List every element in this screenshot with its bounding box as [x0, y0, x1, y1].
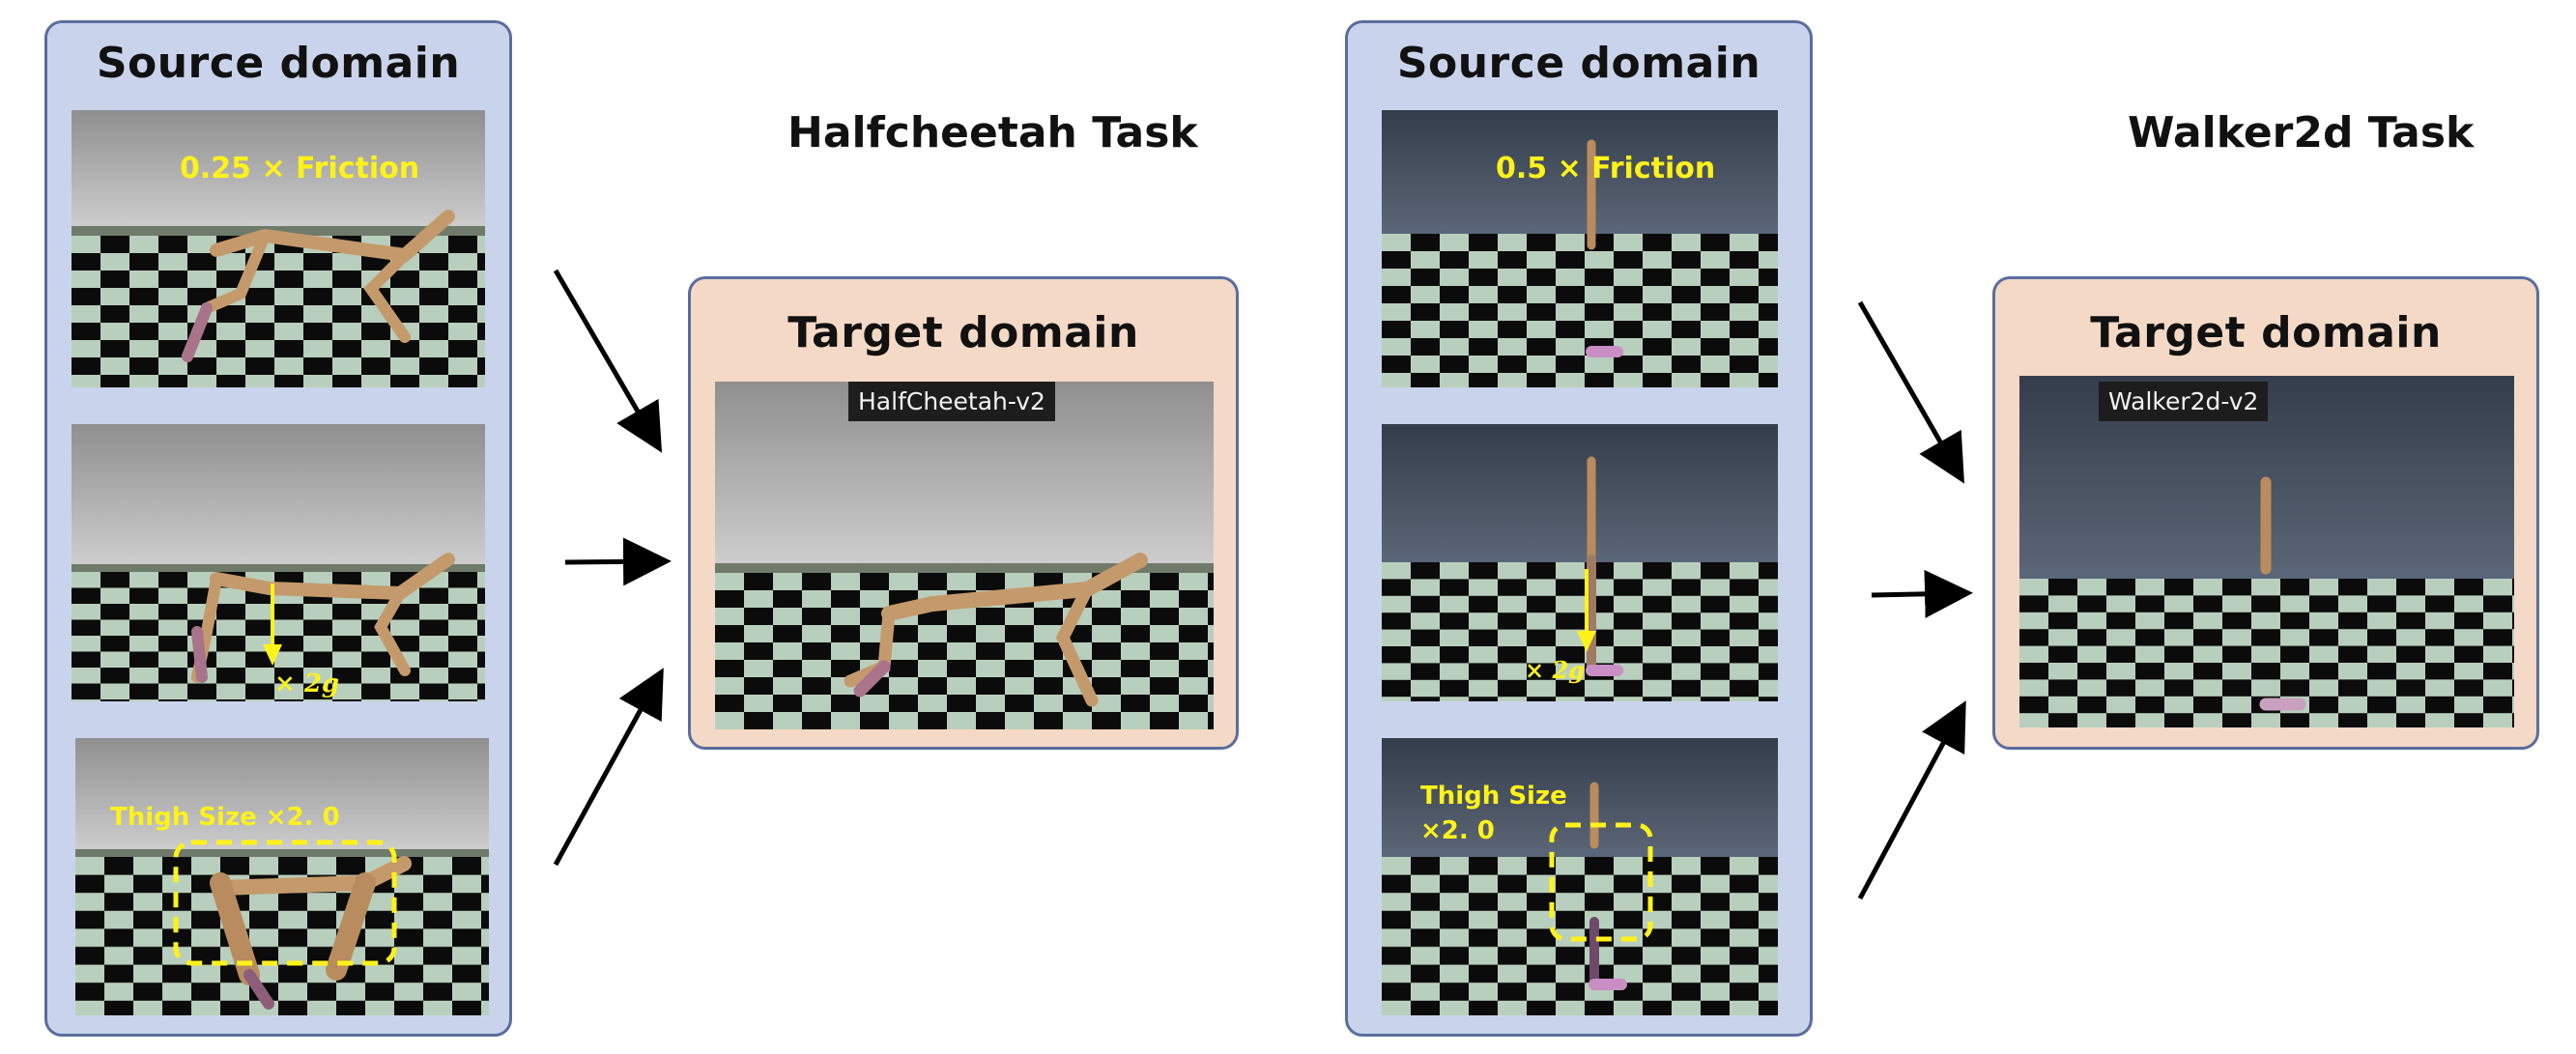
thigh-label: Thigh Size ×2. 0 [110, 803, 340, 832]
walker-friction-scene: 0.5 × Friction [1382, 110, 1778, 387]
walker-arrow-bottom [1857, 700, 1966, 900]
walker-arrow-top [1857, 300, 1964, 484]
walker-friction-label: 0.5 × Friction [1496, 152, 1715, 185]
halfcheetah-env-tag: HalfCheetah-v2 [848, 382, 1055, 421]
hc-arrow-mid [564, 537, 672, 586]
walker-target-title: Target domain [2090, 308, 2442, 357]
walker-thigh-scene: Thigh Size ×2. 0 [1382, 738, 1778, 1015]
hc-arrow-top [553, 269, 663, 453]
friction-label: 0.25 × Friction [180, 152, 419, 185]
walker-env-tag: Walker2d-v2 [2099, 382, 2269, 421]
walker-arrow-mid [1871, 569, 1973, 618]
halfcheetah-source-title: Source domain [96, 39, 461, 88]
walker-thigh-label-line1: Thigh Size [1420, 782, 1567, 811]
halfcheetah-gravity-scene: × 2g [72, 424, 485, 701]
halfcheetah-target-title: Target domain [787, 308, 1139, 357]
gravity-label: × 2g [274, 669, 339, 698]
walker-gravity-label: × 2g [1525, 656, 1585, 684]
walker-task-title: Walker2d Task [2128, 108, 2475, 157]
halfcheetah-target-scene: HalfCheetah-v2 [715, 382, 1214, 729]
walker-gravity-scene: × 2g [1382, 424, 1778, 701]
halfcheetah-friction-scene: 0.25 × Friction [72, 110, 485, 387]
halfcheetah-thigh-scene: Thigh Size ×2. 0 [75, 738, 489, 1015]
halfcheetah-task-title: Halfcheetah Task [787, 108, 1198, 157]
halfcheetah-robot [182, 210, 455, 362]
walker-target-scene: Walker2d-v2 [2019, 376, 2514, 727]
hc-arrow-bottom [553, 668, 664, 867]
walker-source-title: Source domain [1396, 39, 1761, 88]
walker-thigh-label-line2: ×2. 0 [1420, 816, 1495, 845]
